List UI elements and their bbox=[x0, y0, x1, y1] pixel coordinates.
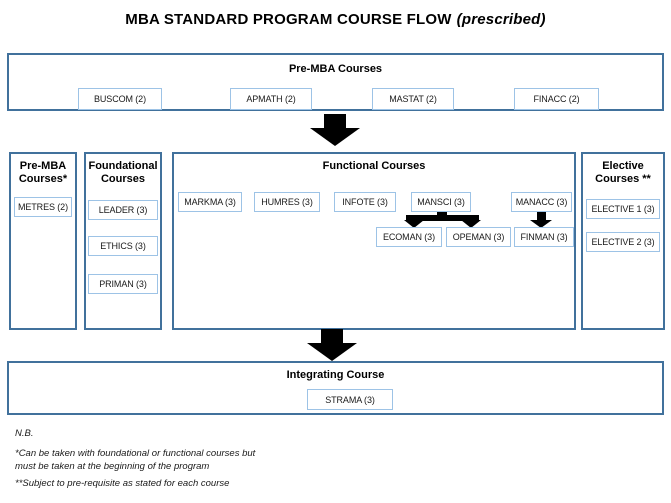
section-pre-mba-top: Pre-MBA Courses BUSCOM (2) APMATH (2) MA… bbox=[7, 53, 664, 111]
course-strama: STRAMA (3) bbox=[307, 389, 393, 410]
note-2: **Subject to pre-requisite as stated for… bbox=[15, 478, 230, 489]
course-metres: METRES (2) bbox=[14, 197, 72, 217]
notes-label: N.B. bbox=[15, 428, 34, 439]
section-integrating: Integrating Course STRAMA (3) bbox=[7, 361, 664, 415]
arrowhead-to-ecoman-icon bbox=[404, 220, 424, 228]
course-ecoman: ECOMAN (3) bbox=[376, 227, 442, 247]
page-title-qualifier: (prescribed) bbox=[456, 11, 546, 28]
course-infote: INFOTE (3) bbox=[334, 192, 396, 212]
course-opeman: OPEMAN (3) bbox=[446, 227, 511, 247]
course-apmath: APMATH (2) bbox=[230, 88, 312, 110]
course-finacc: FINACC (2) bbox=[514, 88, 599, 110]
course-markma: MARKMA (3) bbox=[178, 192, 242, 212]
course-leader: LEADER (3) bbox=[88, 200, 158, 220]
note-1-line-1: *Can be taken with foundational or funct… bbox=[15, 448, 256, 459]
course-humres: HUMRES (3) bbox=[254, 192, 320, 212]
section-header-pre-mba-top: Pre-MBA Courses bbox=[288, 63, 383, 75]
down-arrow-stem bbox=[321, 329, 343, 343]
note-1-line-2: must be taken at the beginning of the pr… bbox=[15, 461, 210, 472]
course-manacc: MANACC (3) bbox=[511, 192, 572, 212]
arrowhead-to-opeman-icon bbox=[461, 220, 481, 228]
section-foundational: Foundational Courses LEADER (3) ETHICS (… bbox=[84, 152, 162, 330]
mansci-branch-stub bbox=[437, 212, 447, 217]
down-arrow-head bbox=[307, 343, 357, 361]
section-header-integrating: Integrating Course bbox=[286, 369, 385, 381]
down-arrow-icon bbox=[307, 329, 357, 361]
manacc-arrow-stub bbox=[537, 212, 546, 221]
section-pre-mba-side: Pre-MBA Courses* METRES (2) bbox=[9, 152, 77, 330]
section-elective: Elective Courses ** ELECTIVE 1 (3) ELECT… bbox=[581, 152, 665, 330]
course-mastat: MASTAT (2) bbox=[372, 88, 454, 110]
page-title: MBA STANDARD PROGRAM COURSE FLOW(prescri… bbox=[0, 11, 671, 28]
section-header-functional: Functional Courses bbox=[322, 160, 426, 172]
course-buscom: BUSCOM (2) bbox=[78, 88, 162, 110]
section-header-pre-mba-side: Pre-MBA Courses* bbox=[18, 160, 68, 185]
mansci-branch-bar bbox=[406, 215, 479, 221]
down-arrow-stem bbox=[324, 114, 346, 128]
course-elective-2: ELECTIVE 2 (3) bbox=[586, 232, 660, 252]
section-functional: Functional Courses MARKMA (3) HUMRES (3)… bbox=[172, 152, 576, 330]
course-finman: FINMAN (3) bbox=[514, 227, 574, 247]
course-mansci: MANSCI (3) bbox=[411, 192, 471, 212]
arrowhead-to-finman-icon bbox=[530, 220, 552, 228]
down-arrow-head bbox=[310, 128, 360, 146]
section-header-foundational: Foundational Courses bbox=[88, 160, 158, 185]
course-elective-1: ELECTIVE 1 (3) bbox=[586, 199, 660, 219]
section-header-elective: Elective Courses ** bbox=[595, 160, 651, 185]
course-ethics: ETHICS (3) bbox=[88, 236, 158, 256]
page-title-text: MBA STANDARD PROGRAM COURSE FLOW bbox=[125, 11, 452, 28]
down-arrow-icon bbox=[310, 114, 360, 146]
course-priman: PRIMAN (3) bbox=[88, 274, 158, 294]
